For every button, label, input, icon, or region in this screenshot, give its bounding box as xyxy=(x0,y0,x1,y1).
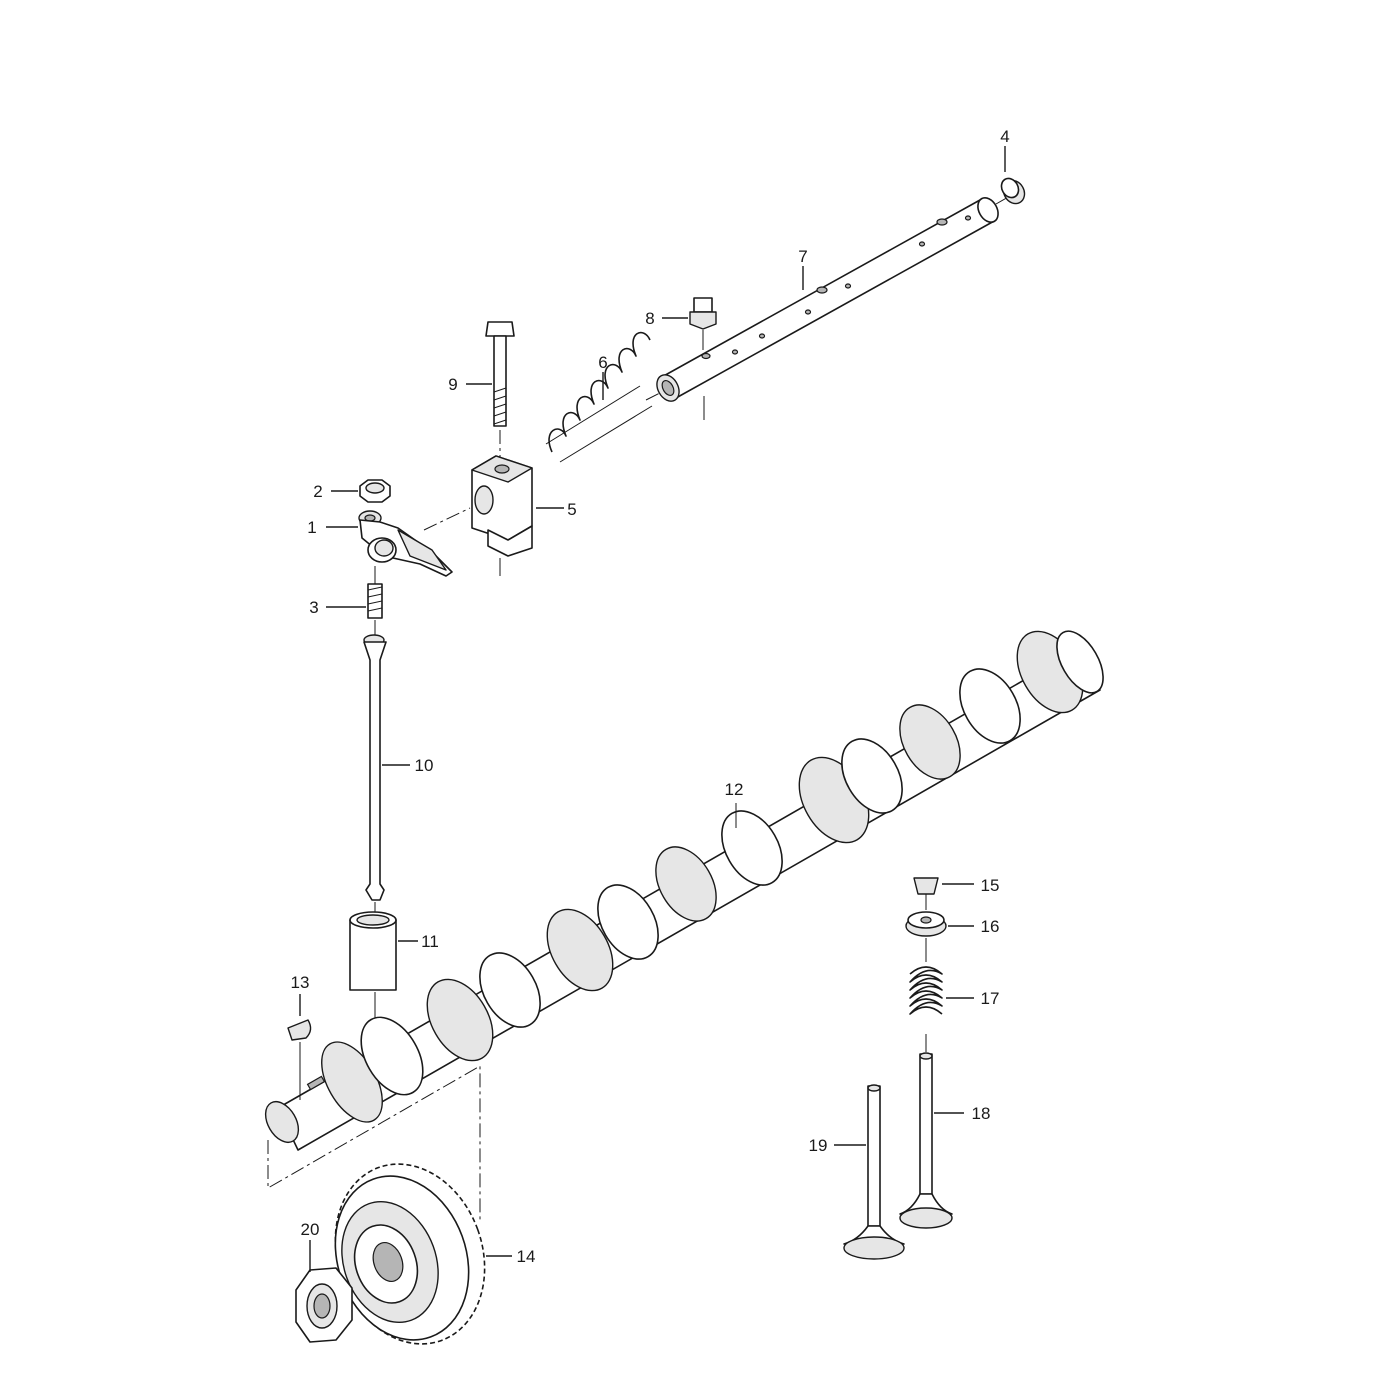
callout-18: 18 xyxy=(972,1104,991,1123)
callout-8: 8 xyxy=(645,309,654,328)
spring-retainer xyxy=(905,911,947,962)
rocker-bracket xyxy=(471,455,533,576)
valve-cotter xyxy=(913,877,939,910)
valve-spring xyxy=(909,966,943,1052)
woodruff-key xyxy=(287,1019,312,1100)
camshaft-gear xyxy=(334,1163,486,1345)
callout-13: 13 xyxy=(291,973,310,992)
push-rod xyxy=(363,634,387,914)
callout-19: 19 xyxy=(809,1136,828,1155)
callout-9: 9 xyxy=(448,375,457,394)
callout-7: 7 xyxy=(798,247,807,266)
callout-labels: 1 2 3 4 5 6 7 8 9 10 11 12 13 14 15 16 1… xyxy=(291,127,1010,1266)
gear-nut xyxy=(295,1267,353,1343)
camshaft-lobes xyxy=(321,630,1084,1123)
callout-10: 10 xyxy=(415,756,434,775)
exhaust-valve xyxy=(899,1052,953,1229)
callout-11: 11 xyxy=(421,932,439,951)
callout-16: 16 xyxy=(981,917,1000,936)
callout-3: 3 xyxy=(309,598,318,617)
callout-15: 15 xyxy=(981,876,1000,895)
callout-4: 4 xyxy=(1000,127,1009,146)
screw-plug xyxy=(689,297,717,350)
rocker-spring xyxy=(545,331,663,463)
tappet xyxy=(349,911,397,1030)
adjusting-nut xyxy=(359,479,391,503)
callout-1: 1 xyxy=(307,518,316,537)
intake-valve xyxy=(843,1084,905,1260)
bracket-bolt xyxy=(485,321,515,462)
callout-14: 14 xyxy=(517,1247,536,1266)
callout-5: 5 xyxy=(567,500,576,519)
callout-2: 2 xyxy=(313,482,322,501)
callout-12: 12 xyxy=(725,780,744,799)
adjusting-screw xyxy=(367,566,383,636)
callout-17: 17 xyxy=(981,989,1000,1008)
callout-6: 6 xyxy=(598,353,607,372)
shaft-plug xyxy=(995,177,1026,205)
callout-20: 20 xyxy=(301,1220,320,1239)
rocker-shaft xyxy=(656,197,999,420)
leader-lines xyxy=(299,146,1006,1272)
gear-assembly-axis xyxy=(267,1065,481,1220)
rocker-arm xyxy=(358,507,471,577)
camshaft xyxy=(264,630,1104,1151)
